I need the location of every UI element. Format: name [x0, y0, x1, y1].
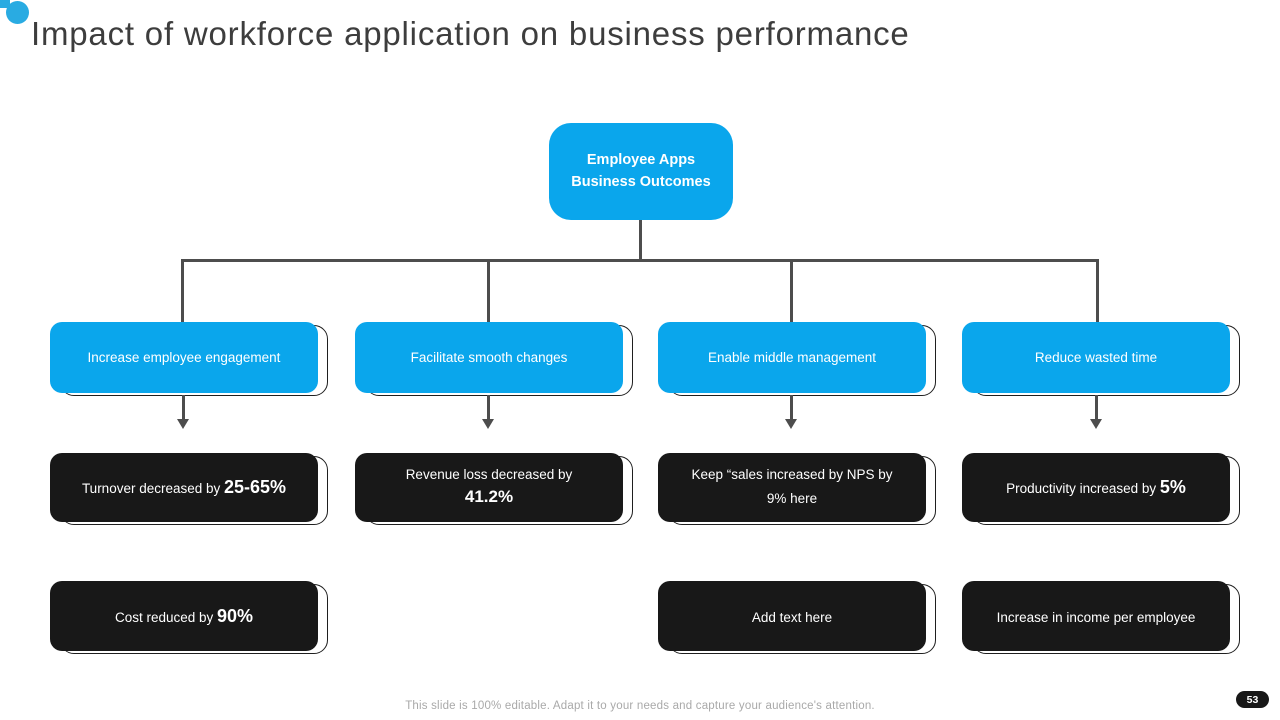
column-header-label: Enable middle management — [707, 350, 877, 365]
column-header-label: Increase employee engagement — [87, 350, 281, 365]
connector-line — [181, 259, 1099, 262]
outcome-text: Revenue loss decreased by — [405, 466, 573, 482]
column-header-engagement: Increase employee engagement — [50, 322, 328, 396]
down-arrow-icon — [182, 395, 185, 421]
down-arrow-icon — [487, 395, 490, 421]
footer-note: This slide is 100% editable. Adapt it to… — [405, 700, 875, 712]
down-arrow-icon — [177, 419, 189, 429]
corner-square-icon — [0, 0, 10, 8]
column-header-changes: Facilitate smooth changes — [355, 322, 633, 396]
corner-dot-icon — [6, 1, 29, 24]
column-header-label: Facilitate smooth changes — [410, 350, 568, 365]
connector-line — [639, 220, 642, 260]
down-arrow-icon — [482, 419, 494, 429]
connector-line — [487, 259, 490, 322]
page-title: Impact of workforce application on busin… — [31, 15, 910, 52]
column-header-label: Reduce wasted time — [1034, 350, 1158, 365]
root-node-label: Employee Apps Business Outcomes — [571, 151, 711, 190]
outcome-value: 41.2% — [464, 487, 514, 507]
down-arrow-icon — [1090, 419, 1102, 429]
outcome-income-per-employee: Increase in income per employee — [962, 581, 1240, 654]
outcome-text: Increase in income per employee — [996, 609, 1196, 625]
connector-line — [181, 259, 184, 322]
outcome-text: Add text here — [751, 609, 833, 625]
connector-line — [790, 259, 793, 322]
connector-line — [1096, 259, 1099, 322]
outcome-sales-nps: Keep “sales increased by NPS by 9% here — [658, 453, 936, 525]
column-header-wasted-time: Reduce wasted time — [962, 322, 1240, 396]
outcome-text: Productivity increased by — [1006, 481, 1160, 497]
page-number-badge: 53 — [1236, 691, 1269, 708]
outcome-text: Keep “sales increased by NPS by 9% here — [691, 466, 893, 507]
outcome-text: Turnover decreased by — [81, 481, 225, 497]
outcome-value: 90% — [217, 605, 254, 626]
outcome-turnover: Turnover decreased by 25-65% — [50, 453, 328, 525]
page-number: 53 — [1246, 693, 1259, 706]
down-arrow-icon — [1095, 395, 1098, 421]
outcome-text: Cost reduced by — [114, 609, 218, 625]
outcome-value: 5% — [1159, 477, 1186, 498]
outcome-add-text: Add text here — [658, 581, 936, 654]
root-node: Employee Apps Business Outcomes — [549, 123, 733, 220]
outcome-value: 25-65% — [224, 477, 287, 498]
down-arrow-icon — [785, 419, 797, 429]
column-header-management: Enable middle management — [658, 322, 936, 396]
down-arrow-icon — [790, 395, 793, 421]
outcome-cost: Cost reduced by 90% — [50, 581, 328, 654]
outcome-revenue-loss: Revenue loss decreased by 41.2% — [355, 453, 633, 525]
outcome-productivity: Productivity increased by 5% — [962, 453, 1240, 525]
